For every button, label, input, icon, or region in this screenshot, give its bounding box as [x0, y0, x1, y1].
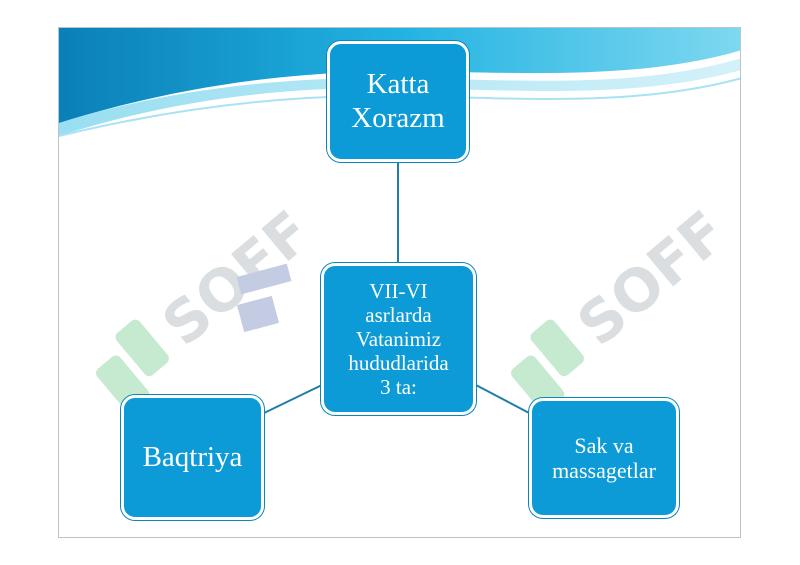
connector-center-left [261, 383, 325, 415]
node-baqtriya: Baqtriya [121, 395, 264, 520]
node-label: Katta Xorazm [351, 68, 445, 134]
node-label: Sak va massagetlar [552, 432, 656, 483]
connector-center-right [473, 383, 532, 415]
node-center: VII-VI asrlarda Vatanimiz hududlarida 3 … [321, 263, 476, 415]
node-katta-xorazm: Katta Xorazm [327, 41, 469, 162]
node-label: Baqtriya [142, 440, 243, 473]
node-label: VII-VI asrlarda Vatanimiz hududlarida 3 … [348, 278, 449, 400]
node-sak-va-massagetlar: Sak va massagetlar [529, 398, 679, 518]
